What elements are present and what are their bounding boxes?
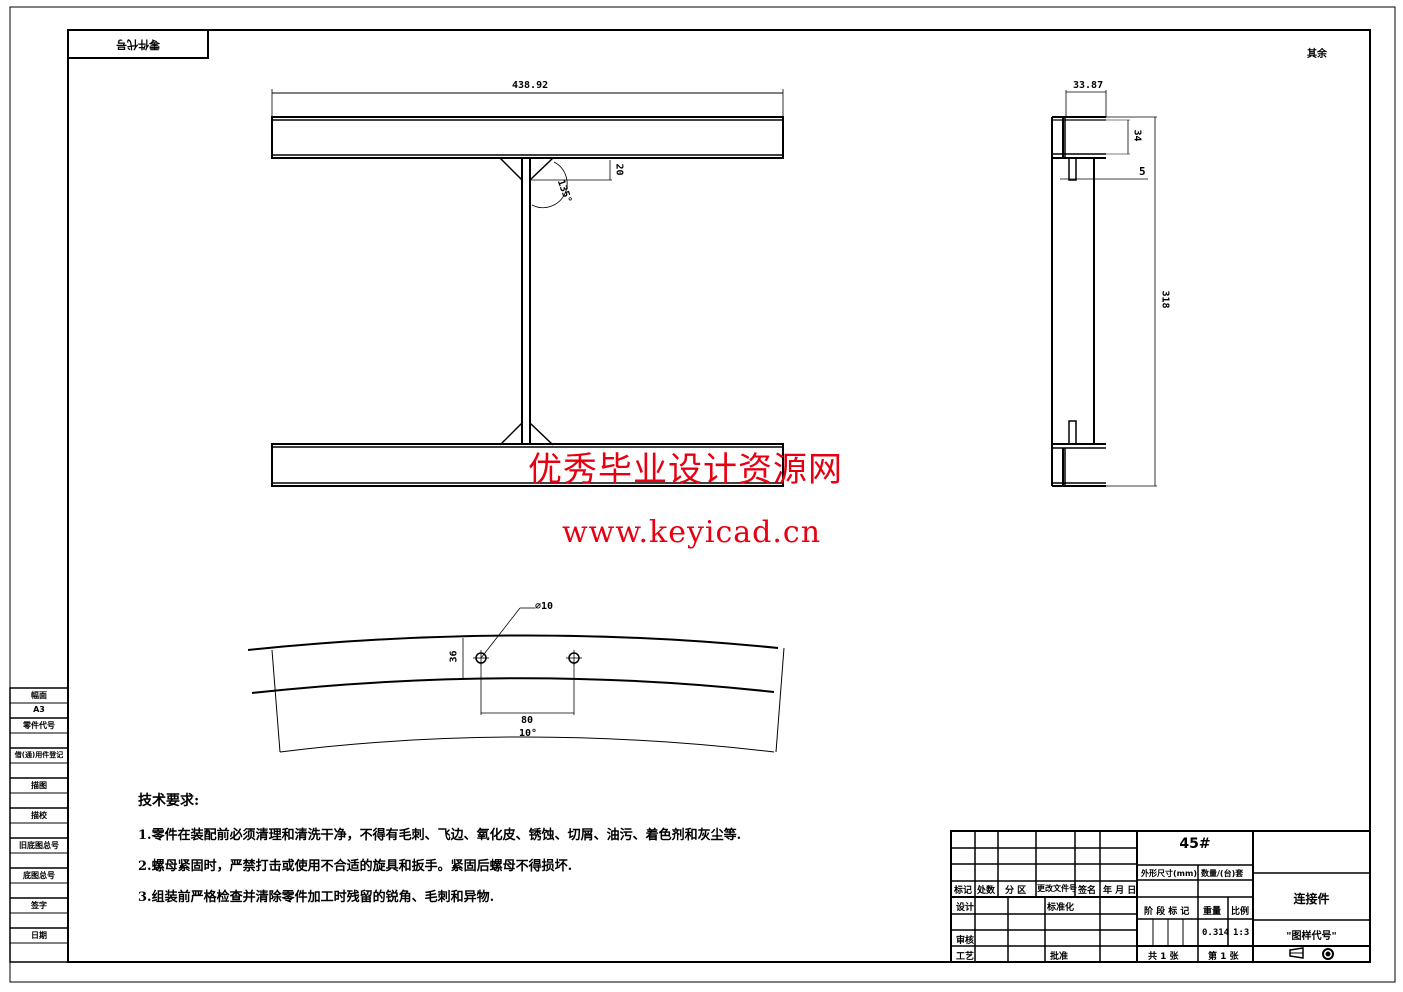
- role-standardize: 标准化: [1047, 903, 1075, 913]
- part-name: 连接件: [1293, 892, 1330, 906]
- drawing-code: "图样代号": [1286, 931, 1337, 942]
- stage-mark-label: 阶 段 标 记: [1144, 907, 1190, 917]
- side-strip-old-base-no: 旧底图总号: [19, 841, 59, 850]
- change-header-date: 年 月 日: [1103, 886, 1137, 896]
- role-approve: 批准: [1050, 952, 1069, 962]
- height-dimension: 318: [1159, 290, 1171, 309]
- edge-offset-dimension: 36: [448, 650, 460, 663]
- side-strip-format-value: A3: [33, 705, 45, 714]
- part-code-box-label: 零件代号: [116, 38, 160, 51]
- tech-requirement-item: 3.组装前严格检查并清除零件加工时残留的锐角、毛刺和异物.: [138, 890, 495, 905]
- total-sheets: 共 1 张: [1148, 952, 1179, 962]
- side-strip-date: 日期: [31, 931, 47, 940]
- quantity-label: 数量/(台)套: [1201, 869, 1244, 878]
- role-review: 审核: [956, 936, 975, 946]
- width-dimension: 438.92: [512, 80, 549, 91]
- side-strip-format: 幅面: [31, 691, 47, 700]
- change-header-doc-no: 更改文件号: [1037, 884, 1077, 893]
- side-strip-base-no: 底图总号: [23, 871, 55, 880]
- watermark-title: 优秀毕业设计资源网: [528, 450, 843, 490]
- watermark-url: www.keyicad.cn: [562, 515, 822, 550]
- outline-size-label: 外形尺寸(mm): [1141, 869, 1197, 878]
- side-strip-trace-check: 描校: [31, 811, 47, 820]
- tech-requirement-item: 1.零件在装配前必须清理和清洗干净，不得有毛刺、飞边、氧化皮、锈蚀、切屑、油污、…: [138, 828, 742, 843]
- weight-value: 0.314: [1202, 928, 1230, 938]
- surface-finish-note: 其余: [1307, 49, 1327, 60]
- scale-value: 1:3: [1233, 928, 1250, 938]
- side-view: [1051, 90, 1157, 487]
- gap-dimension: 5: [1139, 165, 1146, 178]
- side-strip-grid: [9, 687, 69, 963]
- role-process: 工艺: [956, 952, 975, 962]
- arc-angle-dimension: 10°: [519, 728, 538, 739]
- material-value: 45#: [1179, 836, 1211, 852]
- weight-label: 重量: [1203, 907, 1222, 917]
- front-view: [271, 89, 784, 487]
- flange-height-dimension: 34: [1131, 129, 1143, 142]
- side-strip-tracing: 描图: [31, 781, 47, 790]
- change-header-mark: 标记: [954, 886, 973, 896]
- scale-label: 比例: [1231, 907, 1250, 917]
- change-header-count: 处数: [977, 886, 996, 896]
- side-strip-shared-parts: 借(通)用件登记: [14, 751, 64, 759]
- arc-view: [247, 607, 785, 753]
- change-header-zone: 分 区: [1005, 886, 1027, 896]
- hole-spacing-dimension: 80: [521, 715, 534, 726]
- tech-requirements-title: 技术要求:: [138, 793, 200, 809]
- flange-width-dimension: 33.87: [1073, 80, 1104, 91]
- side-strip-signature: 签字: [31, 901, 47, 910]
- hole-diameter-dimension: ⌀10: [535, 601, 554, 612]
- projection-symbol: [1289, 947, 1334, 960]
- change-header-signature: 签名: [1078, 886, 1097, 896]
- stiffener-offset-dimension: 20: [613, 163, 625, 176]
- tech-requirement-item: 2.螺母紧固时，严禁打击或使用不合适的旋具和扳手。紧固后螺母不得损坏.: [138, 859, 573, 874]
- sheet-number: 第 1 张: [1208, 952, 1239, 962]
- side-strip-part-code: 零件代号: [23, 721, 55, 730]
- title-block-grid: [950, 830, 1371, 963]
- role-design: 设计: [956, 903, 975, 913]
